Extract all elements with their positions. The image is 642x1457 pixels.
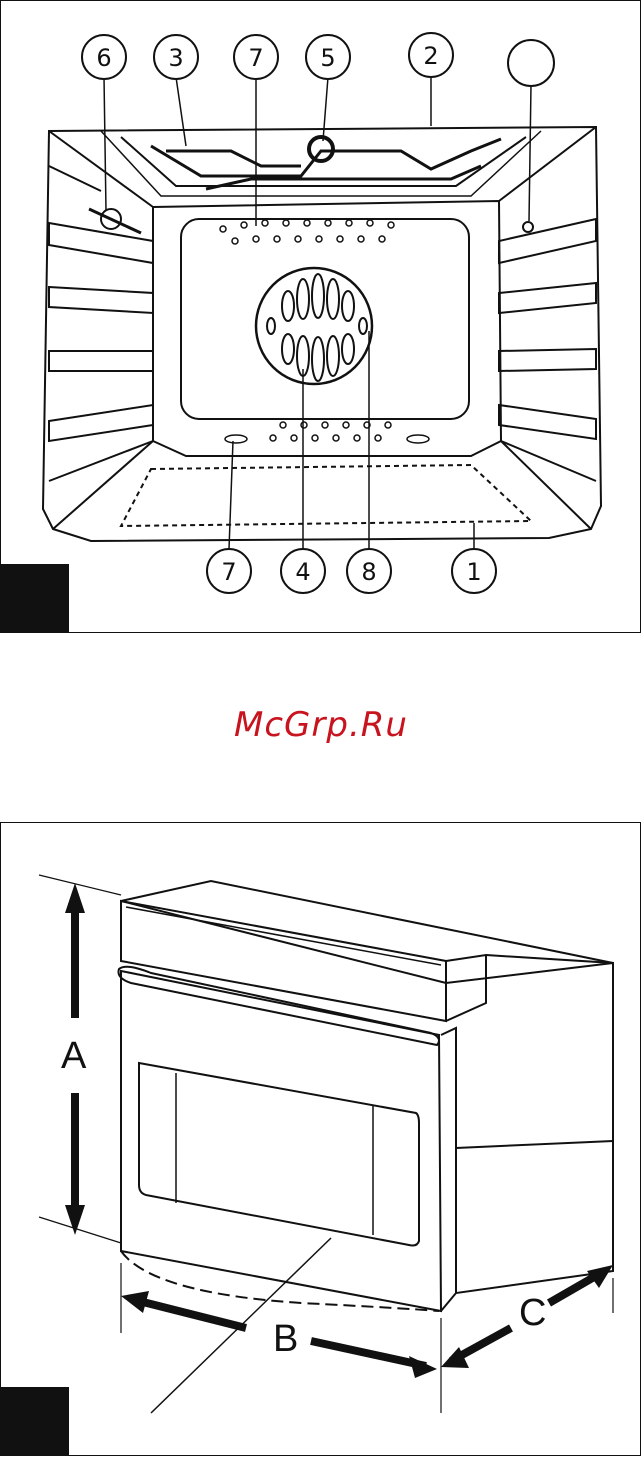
callout-6-label: 6 — [96, 44, 111, 72]
dimension-c-right-arrowhead — [587, 1265, 613, 1288]
dimension-a-label: A — [61, 1035, 87, 1077]
oven-interior-drawing: 6 3 7 5 2 7 4 8 1 — [1, 1, 642, 634]
callout-3-label: 3 — [168, 44, 183, 72]
dimension-c-label: C — [519, 1292, 546, 1334]
callout-7-bottom-label: 7 — [221, 558, 236, 586]
fan-grille — [256, 268, 372, 384]
dimension-b-left-arrowhead — [121, 1291, 149, 1313]
oven-interior-panel: 6 3 7 5 2 7 4 8 1 — [0, 0, 641, 633]
callout-2-label: 2 — [423, 42, 438, 70]
callout-8-label: 8 — [361, 558, 376, 586]
callout-7-top-label: 7 — [248, 44, 263, 72]
oven-door — [121, 971, 441, 1311]
dimension-a-top-arrowhead — [65, 883, 85, 913]
oven-dimensions-drawing: A B C — [1, 823, 642, 1457]
dimension-b-left-bar — [131, 1299, 246, 1328]
dimension-b-right-arrowhead — [409, 1356, 437, 1378]
callout-1-label: 1 — [466, 558, 481, 586]
door-window — [139, 1063, 419, 1246]
corner-marker-bottom — [1, 1387, 69, 1455]
oven-dimensions-panel: A B C — [0, 822, 641, 1456]
door-handle — [119, 967, 440, 1045]
callout-5-label: 5 — [320, 44, 335, 72]
corner-marker-top — [1, 564, 69, 632]
cavity-back-wall — [153, 201, 501, 456]
fan-cover-panel — [181, 219, 469, 419]
oven-top-surface — [121, 881, 613, 983]
callout-4-label: 4 — [295, 558, 310, 586]
dimension-b-right-bar — [311, 1341, 426, 1366]
callout-blank — [508, 40, 554, 86]
dimension-b-label: B — [273, 1318, 298, 1360]
cavity-outline — [43, 127, 601, 541]
watermark: McGrp.Ru — [0, 705, 642, 745]
oven-lamp — [309, 137, 333, 161]
bottom-heating-element — [121, 465, 531, 526]
